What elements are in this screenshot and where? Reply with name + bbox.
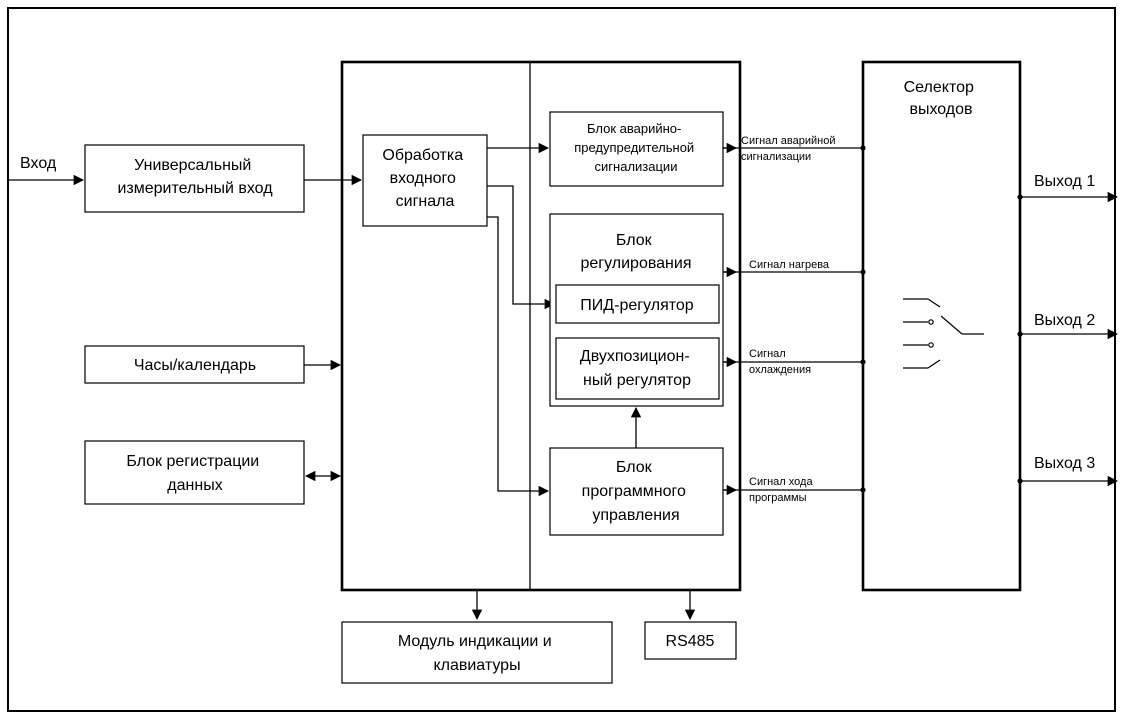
data-logger-block	[84, 440, 305, 505]
program-block-label: Блок программного управления	[582, 459, 691, 524]
data-logger-label: Блок регистрации данных	[126, 453, 263, 494]
display-module-label: Модуль индикации и клавиатуры	[398, 633, 556, 674]
universal-input-label: Универсальный измерительный вход	[117, 157, 273, 197]
output2-label: Выход 2	[1034, 312, 1095, 329]
two-position-block	[555, 337, 720, 400]
output-junction-dot	[1017, 194, 1023, 200]
universal-input-block	[84, 144, 305, 213]
output-junction-dot	[1017, 478, 1023, 484]
two-position-label: Двухпозицион- ный регулятор	[580, 348, 694, 389]
display-module-block	[341, 621, 613, 684]
pid-block	[555, 284, 720, 324]
output3-label: Выход 3	[1034, 455, 1095, 472]
rs485-label: RS485	[666, 633, 715, 650]
processing-to-program-arrow	[487, 216, 550, 497]
regulation-block-label: Блок регулирования	[580, 232, 691, 272]
alarm-signal-label: Сигнал аварийной сигнализации	[741, 135, 839, 163]
switch-symbol-icon	[903, 298, 984, 369]
pid-label: ПИД-регулятор	[580, 297, 693, 314]
selector-junction-dot	[860, 487, 866, 493]
selector-junction-dot	[860, 145, 866, 151]
cooling-signal-label: Сигнал охлаждения	[749, 348, 811, 376]
rs485-block	[644, 621, 737, 660]
selector-junction-dot	[860, 359, 866, 365]
program-signal-label: Сигнал хода программы	[749, 476, 816, 504]
clock-label: Часы/календарь	[134, 357, 256, 374]
output1-label: Выход 1	[1034, 173, 1095, 190]
processing-to-pid-arrow	[487, 185, 556, 310]
output-junction-dot	[1017, 331, 1023, 337]
input-processing-block	[362, 134, 488, 227]
program-block	[549, 447, 724, 536]
selector-junction-dot	[860, 269, 866, 275]
heating-signal-label: Сигнал нагрева	[749, 259, 830, 271]
outer-frame	[7, 7, 1116, 712]
input-processing-label: Обработка входного сигнала	[382, 147, 467, 210]
output-selector-block	[861, 60, 1022, 592]
clock-block	[84, 345, 305, 384]
alarm-block	[549, 111, 724, 187]
selector-label: Селектор выходов	[904, 79, 979, 118]
alarm-block-label: Блок аварийно- предупредительной сигнали…	[574, 121, 698, 174]
input-label: Вход	[20, 155, 57, 172]
